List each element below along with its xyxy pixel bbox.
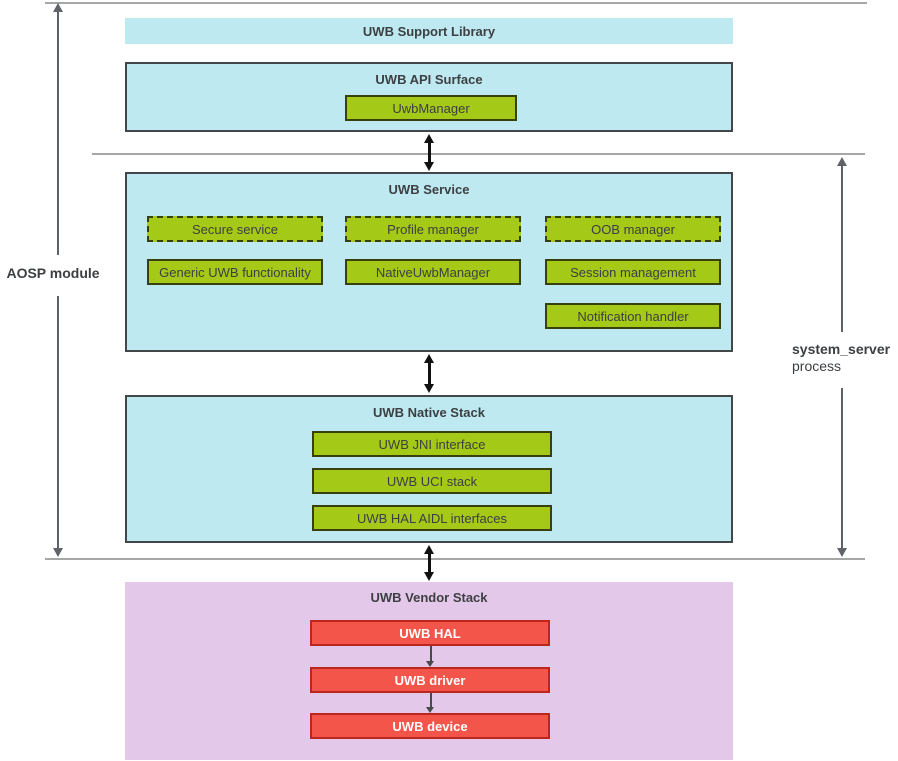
uwb-service-title: UWB Service <box>388 182 470 197</box>
aosp-arrow-down-icon <box>53 548 63 557</box>
arrow-head-down-icon <box>424 572 434 581</box>
arrow-shaft <box>429 693 432 708</box>
arrow-shaft <box>428 141 431 164</box>
arrow-head-up-icon <box>424 545 434 554</box>
uwb-api-surface-title: UWB API Surface <box>375 72 483 87</box>
aosp-bracket-line-bottom <box>57 296 59 548</box>
system-server-bracket-line-bottom <box>841 388 843 548</box>
notification-handler-box: Notification handler <box>545 303 721 329</box>
uwb-support-library-title: UWB Support Library <box>362 24 496 39</box>
uwb-hal-aidl-interfaces-box: UWB HAL AIDL interfaces <box>312 505 552 531</box>
system-server-bracket-line-top <box>841 164 843 332</box>
uwb-device-box: UWB device <box>310 713 550 739</box>
system-server-label: system_server process <box>792 341 892 375</box>
arrow-shaft <box>428 361 431 386</box>
uwbmanager-box: UwbManager <box>345 95 517 121</box>
uwb-api-surface-box: UWB API Surface UwbManager <box>125 62 733 132</box>
uwb-vendor-stack-box: UWB Vendor Stack UWB HAL UWB driver UWB … <box>125 582 733 760</box>
arrow-head-up-icon <box>424 134 434 143</box>
api-service-arrow <box>424 134 435 171</box>
uwb-service-box: UWB Service Secure service Profile manag… <box>125 172 733 352</box>
arrow-head-down-icon <box>426 661 434 667</box>
native-uwb-manager-box: NativeUwbManager <box>345 259 521 285</box>
arrow-head-down-icon <box>424 162 434 171</box>
oob-manager-box: OOB manager <box>545 216 721 242</box>
uwb-support-library-box: UWB Support Library <box>125 18 733 44</box>
uwb-hal-box: UWB HAL <box>310 620 550 646</box>
generic-uwb-functionality-box: Generic UWB functionality <box>147 259 323 285</box>
hal-driver-arrow <box>426 646 435 667</box>
system-server-arrow-up-icon <box>837 157 847 166</box>
secure-service-box: Secure service <box>147 216 323 242</box>
uwb-jni-interface-box: UWB JNI interface <box>312 431 552 457</box>
aosp-arrow-up-icon <box>53 3 63 12</box>
profile-manager-box: Profile manager <box>345 216 521 242</box>
aosp-module-label: AOSP module <box>6 265 100 282</box>
native-vendor-arrow <box>424 545 435 581</box>
arrow-head-down-icon <box>424 384 434 393</box>
arrow-head-up-icon <box>424 354 434 363</box>
uwb-driver-box: UWB driver <box>310 667 550 693</box>
service-native-arrow <box>424 354 435 393</box>
uwb-native-stack-box: UWB Native Stack UWB JNI interface UWB U… <box>125 395 733 543</box>
bottom-boundary-line <box>45 558 865 560</box>
arrow-shaft <box>428 552 431 574</box>
process-text: process <box>792 358 842 374</box>
system-server-top-line <box>92 153 865 155</box>
aosp-bracket-line-top <box>57 10 59 255</box>
uwb-uci-stack-box: UWB UCI stack <box>312 468 552 494</box>
uwb-vendor-stack-title: UWB Vendor Stack <box>370 590 488 605</box>
system-server-arrow-down-icon <box>837 548 847 557</box>
uwb-native-stack-title: UWB Native Stack <box>373 405 485 420</box>
aosp-module-text: AOSP module <box>6 265 100 281</box>
session-management-box: Session management <box>545 259 721 285</box>
arrow-shaft <box>429 646 432 662</box>
top-boundary-line <box>45 2 867 4</box>
arrow-head-down-icon <box>426 707 434 713</box>
system-server-text: system_server <box>792 341 891 357</box>
driver-device-arrow <box>426 693 435 713</box>
